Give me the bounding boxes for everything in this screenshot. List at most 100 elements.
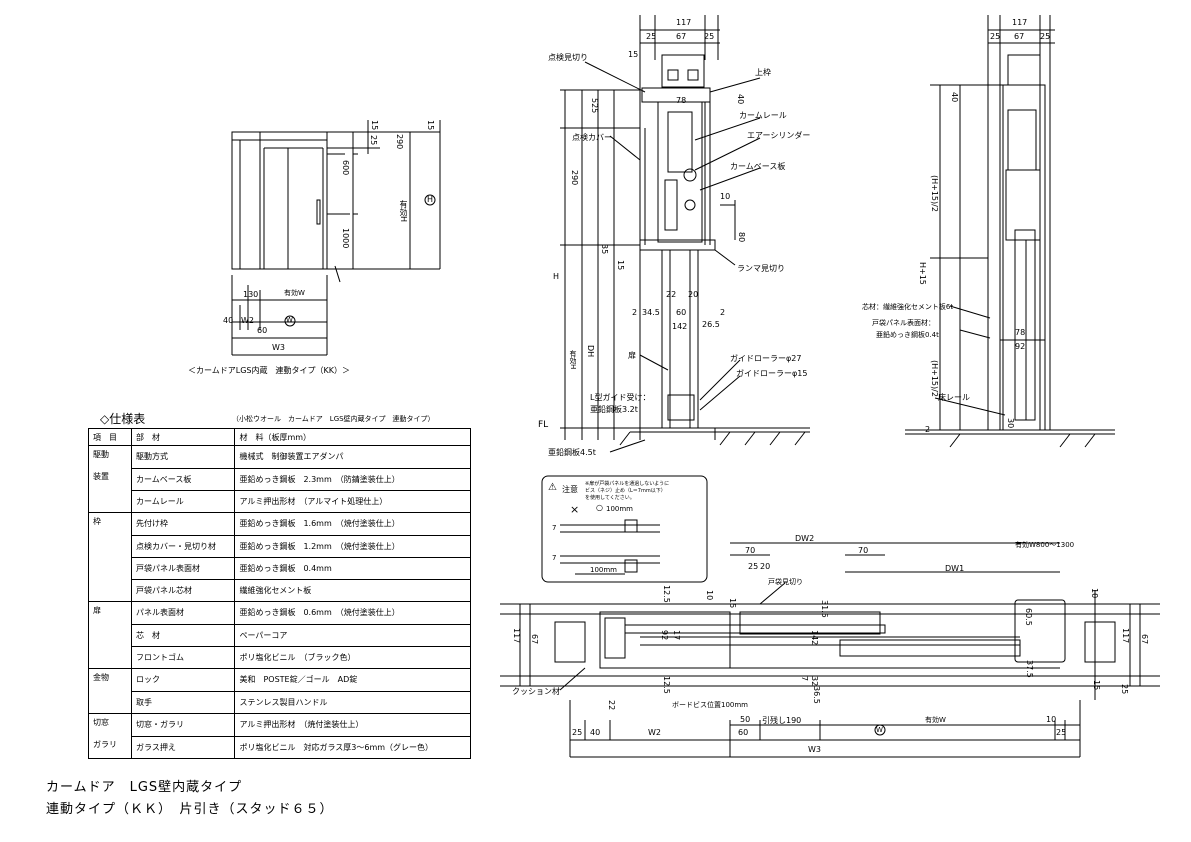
plan-cushion: クッション材 <box>512 687 560 696</box>
spec-cat <box>88 691 132 714</box>
plan-dim-32: 32 <box>810 676 819 687</box>
right-dim-117: 117 <box>1012 18 1028 27</box>
notice-dim-7a: 7 <box>552 524 557 532</box>
spec-material: 機械式 制御装置エアダンパ <box>234 445 471 469</box>
plan-dim-92: 92 <box>660 630 669 641</box>
spec-part: 芯 材 <box>130 623 236 647</box>
right-dim-25b: 25 <box>1040 32 1051 41</box>
dim-w3: W3 <box>272 343 285 352</box>
right-yuka-rail: 床レール <box>938 393 970 402</box>
spec-part: 戸袋パネル芯材 <box>130 578 236 602</box>
vertical-section <box>560 15 810 453</box>
table-row: 芯 材ペーパーコア <box>88 623 471 647</box>
spec-header-row: 項 目 部 材 材 料（板厚mm） <box>88 428 471 446</box>
circle-icon: ○ <box>596 503 603 512</box>
right-dim-67: 67 <box>1014 32 1025 41</box>
sec-dim-290: 290 <box>570 170 579 186</box>
notice-text2: ビス（ネジ）止め（L＝7mm以下） <box>585 488 666 494</box>
plan-dim-60: 60 <box>738 728 749 737</box>
notice-ng-dim: 100mm <box>590 566 617 574</box>
plan-dim-125a: 12.5 <box>662 585 671 603</box>
sec-dim-35: 35 <box>600 244 609 255</box>
right-section <box>905 15 1115 448</box>
plan-dim-40: 40 <box>590 728 601 737</box>
sec-dim-142: 142 <box>672 322 688 331</box>
plan-dim-67a: 67 <box>530 634 539 645</box>
spec-material: ポリ塩化ビニル 対応ガラス厚3〜6mm（グレー色） <box>234 735 471 759</box>
spec-part: カームレール <box>130 489 236 513</box>
plan-bolt: ボードビス位置100mm <box>672 701 748 709</box>
spec-cat: 駆動 <box>88 445 132 468</box>
plan-dim-7: 7 <box>800 676 809 682</box>
table-row: 点検カバー・見切り材亜鉛めっき鋼板 1.2mm （焼付塗装仕上） <box>88 534 471 558</box>
dim-290: 290 <box>395 134 404 150</box>
sec-dh: DH <box>586 345 595 358</box>
notice-text3: を使用してください。 <box>585 495 635 501</box>
footer-line1: カームドア LGS壁内蔵タイプ <box>46 780 243 795</box>
spec-part: カームベース板 <box>130 467 236 491</box>
spec-cat <box>88 535 132 557</box>
plan-dim-365: 36.5 <box>812 686 821 704</box>
plan-dim-25: 25 <box>748 562 759 571</box>
eff-w-label: 有効W <box>284 289 305 297</box>
spec-part: パネル表面材 <box>130 601 236 625</box>
right-hh15-top: (H+15)/2 <box>930 175 939 212</box>
plan-hikinoshi: 引残し190 <box>762 716 802 725</box>
plan-dim-375: 37.5 <box>1025 660 1034 678</box>
spec-cat: ガラリ <box>88 736 132 759</box>
sec-dim-2a: 2 <box>632 308 638 317</box>
right-hyomen2: 亜鉛めっき鋼板0.4t <box>876 331 939 339</box>
sec-dim-20: 20 <box>688 290 699 299</box>
spec-cat <box>88 646 132 669</box>
sec-dim-345: 34.5 <box>642 308 660 317</box>
spec-title: ◇仕様表 <box>100 412 146 426</box>
spec-cat: 切窓 <box>88 713 132 736</box>
plan-dim-20: 20 <box>760 562 771 571</box>
sec-dim-22: 22 <box>666 290 677 299</box>
sec-dim-525: 525 <box>590 98 599 114</box>
spec-part: 取手 <box>130 690 236 714</box>
spec-header-item: 項 目 <box>88 428 132 446</box>
spec-header-material: 材 料（板厚mm） <box>234 428 471 446</box>
table-row: 戸袋パネル表面材亜鉛めっき鋼板 0.4mm <box>88 556 471 580</box>
plan-dim-50: 50 <box>740 715 751 724</box>
spec-material: 美和 POSTE錠／ゴール AD錠 <box>234 668 471 692</box>
sec-dim-60: 60 <box>676 308 687 317</box>
plan-dim-70b: 70 <box>858 546 869 555</box>
plan-dim-22: 22 <box>607 700 616 711</box>
spec-material: アルミ押出形材 （焼付塗装仕上） <box>234 713 471 737</box>
w-label: W <box>286 316 293 324</box>
label-fl: FL <box>538 420 549 430</box>
sec-dim-40: 40 <box>736 94 745 105</box>
dim-60: 60 <box>257 326 268 335</box>
sec-dim-25b: 25 <box>704 32 715 41</box>
label-tobira: 扉 <box>628 351 636 360</box>
right-dim-25a: 25 <box>990 32 1001 41</box>
sec-dim-67: 67 <box>676 32 687 41</box>
spec-part: 先付け枠 <box>130 512 236 536</box>
notice-title: 注意 <box>562 485 578 494</box>
dim-1000: 1000 <box>341 228 350 249</box>
right-hh15-bottom: (H+15)/2 <box>930 360 939 397</box>
spec-material: 繊維強化セメント板 <box>234 578 471 602</box>
plan-dim-25b: 25 <box>1120 684 1129 695</box>
eff-h-label: 有効H <box>399 200 408 223</box>
plan-w: W <box>876 726 883 734</box>
plan-dw1: DW1 <box>945 564 965 573</box>
table-row: 駆動駆動方式機械式 制御装置エアダンパ <box>88 445 471 469</box>
spec-part: ロック <box>130 668 236 692</box>
label-koutai: 亜鉛鋼板3.2t <box>590 405 638 414</box>
spec-subtitle: （小松ウオール カームドア LGS壁内蔵タイプ 連動タイプ） <box>232 415 435 423</box>
right-h15: H+15 <box>918 262 927 285</box>
spec-material: アルミ押出形材 （アルマイト処理仕上） <box>234 489 471 513</box>
spec-material: 亜鉛めっき鋼板 0.6mm （焼付塗装仕上） <box>234 601 471 625</box>
plan-dim-15: 15 <box>728 598 737 609</box>
right-hyomen: 戸袋パネル表面材： <box>872 319 935 327</box>
label-jouwaku: 上枠 <box>755 68 771 77</box>
plan-dim-25c: 25 <box>572 728 583 737</box>
dim-130: 130 <box>243 290 259 299</box>
spec-header-part: 部 材 <box>130 428 236 446</box>
plan-dim-70a: 70 <box>745 546 756 555</box>
dim-15a: 15 <box>370 120 379 131</box>
label-ranma: ランマ見切り <box>737 264 785 273</box>
